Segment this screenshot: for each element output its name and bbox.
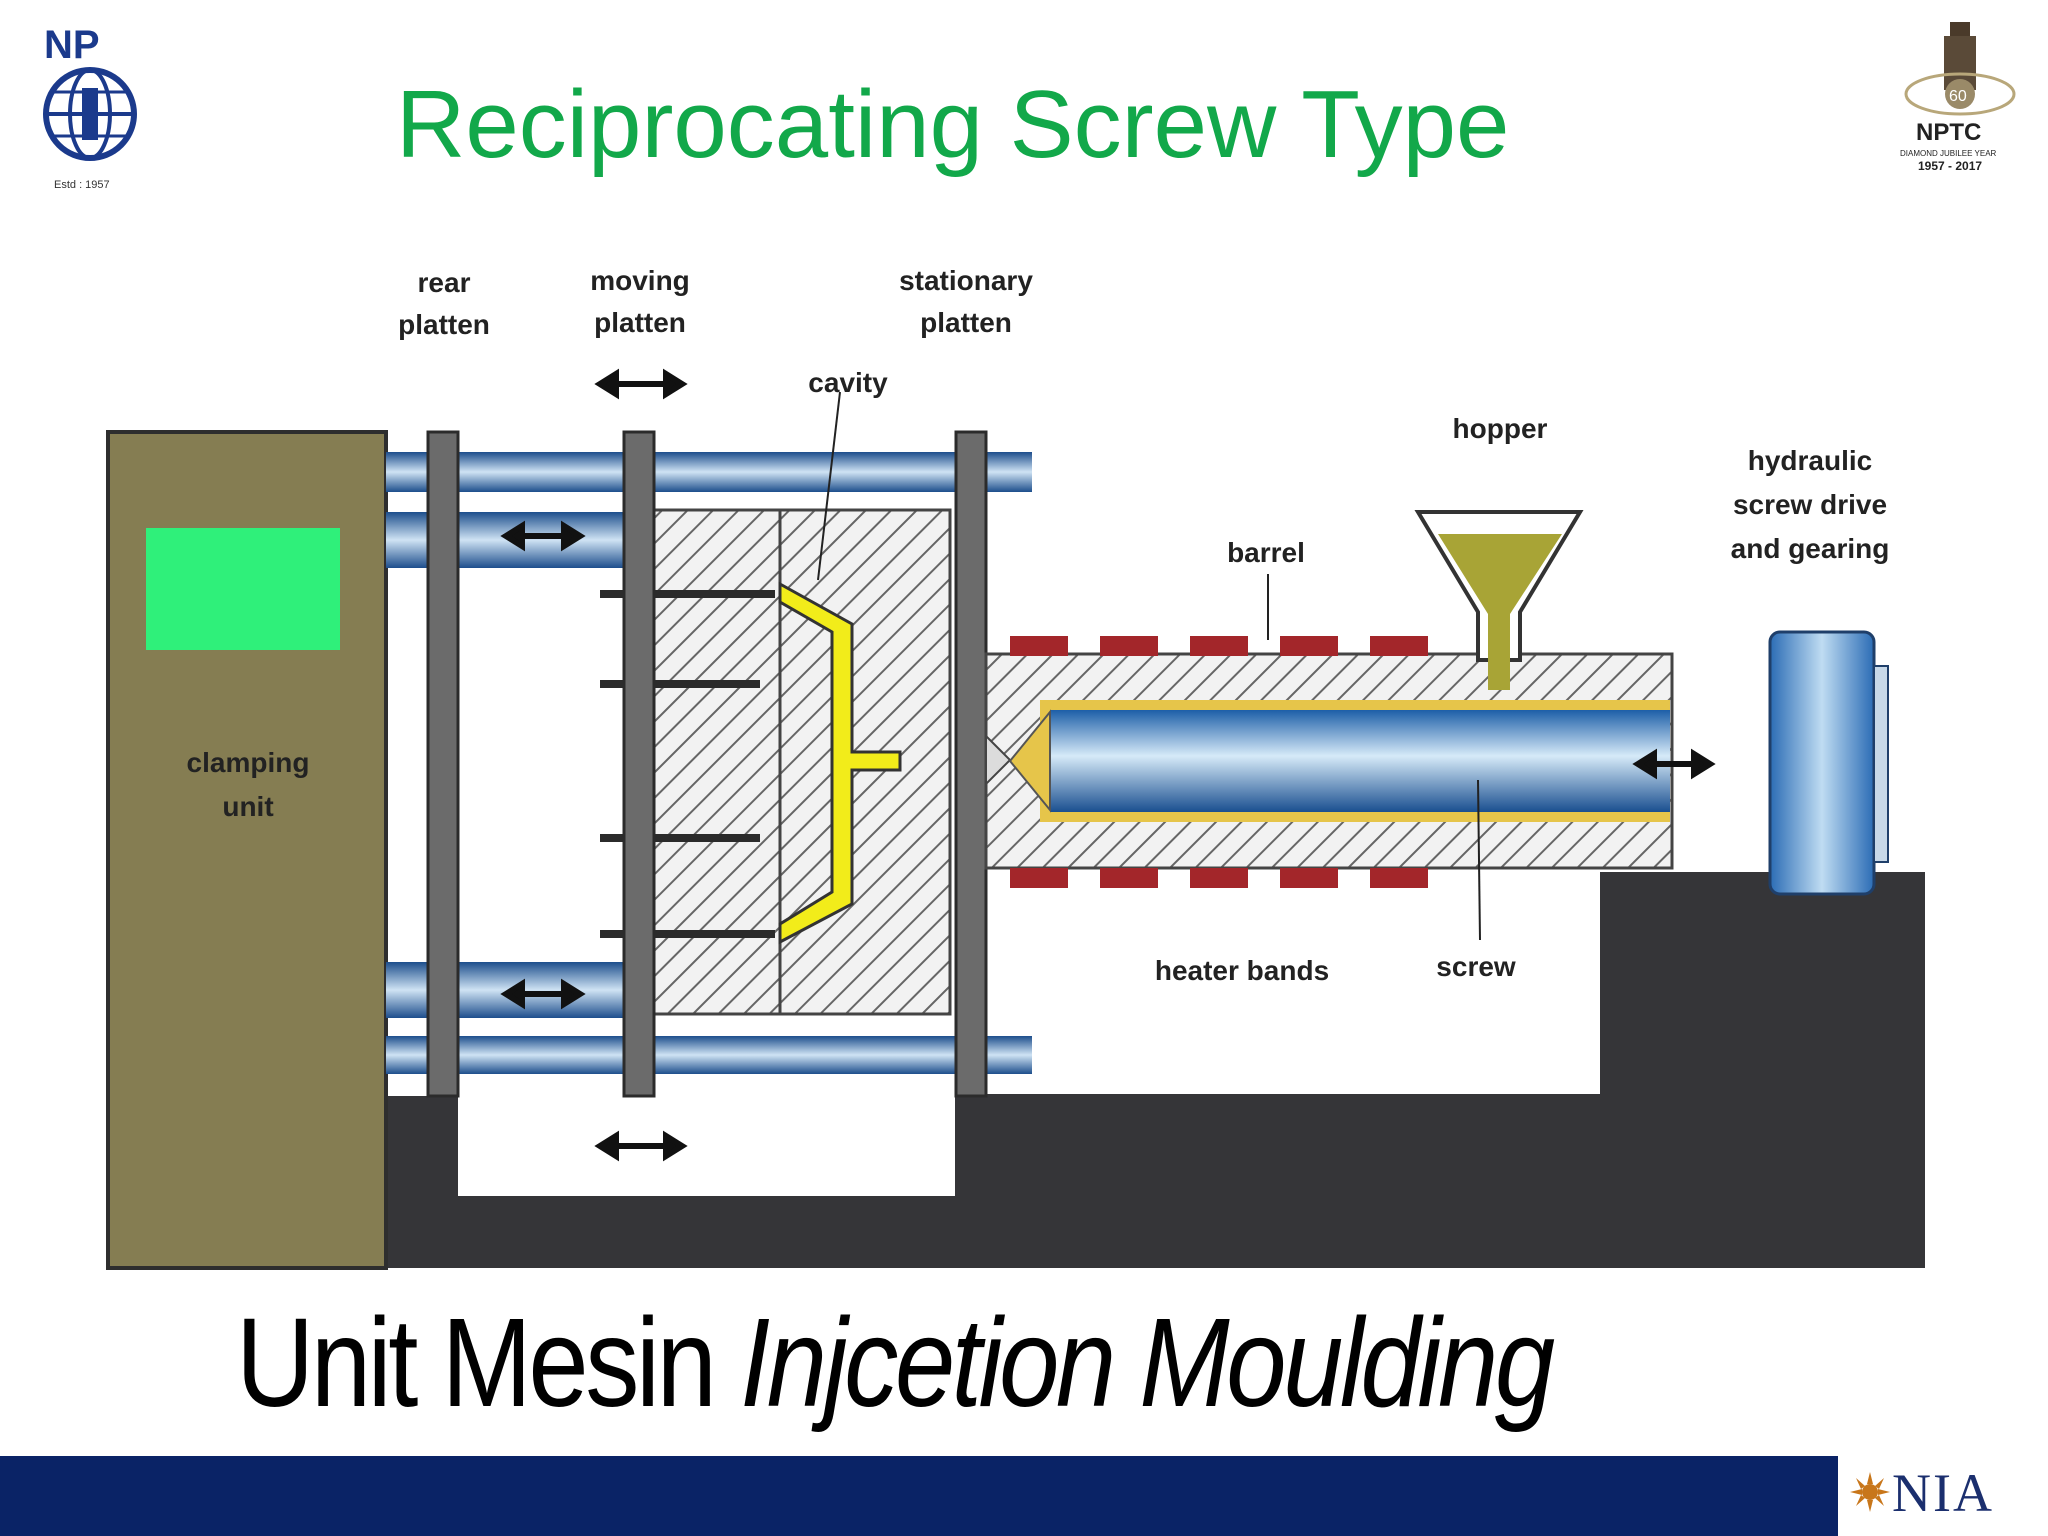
heater-bands-label: heater bands (1155, 955, 1329, 986)
hopper (1414, 510, 1584, 690)
hydraulic-label-3: and gearing (1731, 533, 1890, 564)
clamping-unit: clamping unit (106, 430, 388, 1270)
nia-logo-text: NIA (1892, 1463, 1994, 1523)
nptc-years: 1957 - 2017 (1918, 159, 1982, 173)
moving-platten-label-1: moving (590, 265, 690, 296)
moving-platten-label-2: platten (594, 307, 686, 338)
machine-base (385, 872, 1925, 1268)
screw (1050, 710, 1670, 812)
footer-bar (0, 1456, 2048, 1536)
diagram-caption: Unit Mesin Injcetion Moulding (236, 1290, 1555, 1435)
clamping-unit-screen (146, 528, 340, 650)
college-logo-letters: NP (44, 23, 100, 67)
caption-regular: Unit Mesin (236, 1292, 741, 1433)
college-logo: NP Estd : 1957 (10, 14, 170, 194)
hopper-label: hopper (1453, 413, 1548, 444)
mould (600, 508, 952, 1016)
tie-bars (386, 452, 1032, 1074)
motion-arrows (500, 368, 1716, 1162)
rear-platten-label-1: rear (418, 267, 471, 298)
nia-logo: NIA (1838, 1452, 2048, 1536)
rear-platten (426, 430, 460, 1098)
moving-platten (622, 430, 656, 1098)
nptc-name: NPTC (1916, 119, 1981, 146)
hydraulic-label-2: screw drive (1733, 489, 1887, 520)
caption-italic: Injcetion Moulding (740, 1292, 1555, 1433)
clamping-unit-label-1: clamping (187, 747, 310, 778)
stationary-platten (954, 430, 988, 1098)
platens (426, 430, 988, 1098)
stationary-platten-label-2: platten (920, 307, 1012, 338)
mould-cavity-part (778, 581, 902, 945)
nptc-diamond-jubilee-logo: 60 NPTC DIAMOND JUBILEE YEAR 1957 - 2017 (1880, 18, 2040, 178)
nptc-badge-number: 60 (1949, 88, 1967, 105)
college-estd: Estd : 1957 (54, 179, 110, 191)
cavity-label: cavity (808, 367, 888, 398)
nptc-subtitle: DIAMOND JUBILEE YEAR (1900, 149, 1997, 158)
slide-title: Reciprocating Screw Type (396, 71, 1510, 178)
stationary-platten-label-1: stationary (899, 265, 1033, 296)
clamping-unit-label-2: unit (222, 791, 273, 822)
hydraulic-screw-drive (1768, 630, 1889, 896)
leader-lines (817, 391, 1481, 941)
injection-moulding-diagram: clamping unit (106, 265, 1925, 1270)
hydraulic-label-1: hydraulic (1748, 445, 1872, 476)
barrel (984, 652, 1674, 870)
rear-platten-label-2: platten (398, 309, 490, 340)
barrel-label: barrel (1227, 537, 1305, 568)
screw-label: screw (1436, 951, 1516, 982)
heater-bands (1010, 636, 1428, 888)
